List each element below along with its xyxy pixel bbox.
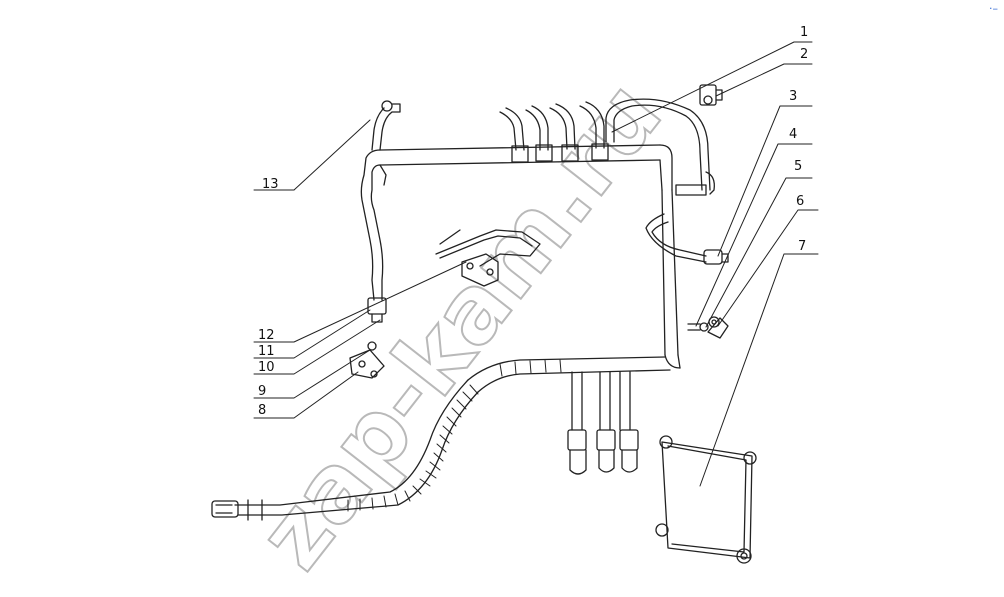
small-parts-4-5-6 bbox=[687, 316, 729, 339]
leader-lines bbox=[253, 41, 819, 487]
callout-7: 7 bbox=[798, 239, 806, 254]
main-cable-corrugation bbox=[347, 359, 562, 512]
bracket-part-12 bbox=[435, 229, 541, 287]
callout-6: 6 bbox=[796, 194, 804, 209]
callout-2: 2 bbox=[800, 47, 808, 62]
bottom-trunk bbox=[467, 356, 671, 393]
upper-right-arc bbox=[605, 84, 723, 196]
right-trunk bbox=[661, 189, 681, 369]
left-cable bbox=[360, 100, 401, 323]
ecu-part-7 bbox=[655, 435, 757, 564]
bracket-part-8-9 bbox=[349, 341, 385, 379]
callout-labels: 1 2 3 4 5 6 7 8 9 10 11 12 13 bbox=[258, 25, 808, 418]
top-branches bbox=[499, 101, 609, 163]
watermark-text: zap-kam.ru bbox=[238, 62, 682, 589]
callout-1: 1 bbox=[800, 25, 808, 40]
harness-drawing bbox=[211, 41, 819, 564]
bottom-branches bbox=[567, 371, 639, 475]
callout-8: 8 bbox=[258, 403, 266, 418]
corner-mark: ·– bbox=[989, 2, 998, 15]
callout-5: 5 bbox=[794, 159, 802, 174]
main-cable bbox=[211, 379, 479, 521]
callout-10: 10 bbox=[258, 360, 275, 375]
callout-3: 3 bbox=[789, 89, 797, 104]
callout-12: 12 bbox=[258, 328, 275, 343]
callout-13: 13 bbox=[262, 177, 279, 192]
sensor-branch-3 bbox=[645, 213, 729, 265]
callout-4: 4 bbox=[789, 127, 797, 142]
callout-11: 11 bbox=[258, 344, 275, 359]
callout-9: 9 bbox=[258, 384, 266, 399]
